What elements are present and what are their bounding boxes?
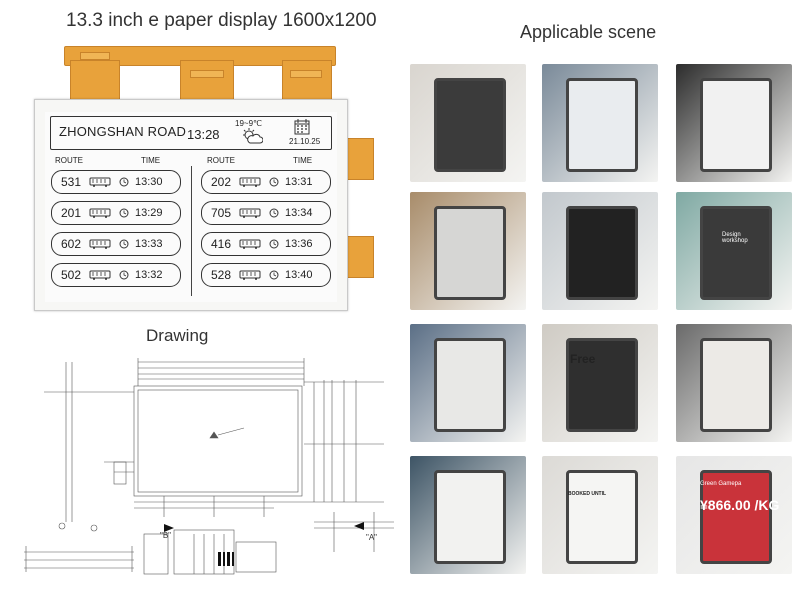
fpc-cable-stem-left (70, 60, 120, 104)
free-room-text: Free (570, 352, 596, 366)
route-header-right: ROUTE (207, 156, 235, 165)
arrival-time: 13:30 (135, 176, 163, 188)
scene-section-title: Applicable scene (520, 22, 657, 42)
fpc-tab-lower (346, 236, 374, 278)
route-row: 202 13:31 (201, 170, 331, 194)
fpc-connector (80, 52, 110, 60)
scene-photo-free-room-sign (542, 324, 658, 442)
clock-icon (119, 208, 129, 218)
scene-photo-sensor-devices (410, 192, 526, 310)
bus-icon (89, 177, 111, 187)
device-screen (434, 338, 506, 432)
page-title: 13.3 inch e paper display 1600x1200 (66, 10, 377, 31)
clock-icon (269, 239, 279, 249)
scene-photo-tablet-drawing (676, 324, 792, 442)
price-text: ¥866.00 /KG (700, 497, 780, 513)
clock-icon (269, 270, 279, 280)
arrival-time: 13:36 (285, 238, 313, 250)
calendar-icon (294, 119, 310, 135)
view-a-label: "A" (366, 533, 377, 542)
route-number: 528 (211, 268, 232, 282)
clock-icon (269, 177, 279, 187)
time-header-right: TIME (293, 156, 313, 165)
device-screen (700, 470, 772, 564)
bus-icon (239, 177, 261, 187)
clock-icon (119, 239, 129, 249)
route-row: 201 13:29 (51, 201, 181, 225)
device-screen (566, 470, 638, 564)
technical-drawing: "B" "A" (24, 358, 394, 575)
green-text: Green Gamepa (700, 481, 742, 487)
device-screen (566, 338, 638, 432)
epaper-panel: ZHONGSHAN ROAD 13:28 19~9℃ 21.10.25 ROUT… (34, 99, 348, 311)
route-row: 502 13:32 (51, 263, 181, 287)
route-number: 602 (61, 237, 82, 251)
scene-photo-sketch-tablet (410, 456, 526, 574)
date: 21.10.25 (289, 137, 321, 146)
device-screen (434, 470, 506, 564)
bus-icon (89, 270, 111, 280)
scene-photo-transit-tablet (410, 324, 526, 442)
arrival-time: 13:40 (285, 269, 313, 281)
device-screen (700, 338, 772, 432)
drawing-section-title: Drawing (146, 326, 209, 345)
fpc-cable-stem-right (282, 60, 332, 104)
bus-icon (89, 239, 111, 249)
bus-icon (239, 270, 261, 280)
route-header-left: ROUTE (55, 156, 83, 165)
scene-photo-printer-label (542, 192, 658, 310)
arrival-time: 13:31 (285, 176, 313, 188)
scene-photo-price-tag (676, 456, 792, 574)
arrival-time: 13:32 (135, 269, 163, 281)
fpc-connector (290, 70, 322, 78)
bus-icon (239, 239, 261, 249)
scene-photo-booked-tag (542, 456, 658, 574)
fpc-tab-upper (346, 138, 374, 180)
scene-photo-design-workshop-tag (676, 192, 792, 310)
route-row: 602 13:33 (51, 232, 181, 256)
road-name: ZHONGSHAN ROAD (59, 124, 187, 139)
weather-icon (243, 128, 263, 144)
route-row: 528 13:40 (201, 263, 331, 287)
clock-time: 13:28 (187, 127, 220, 142)
device-screen (566, 206, 638, 300)
clock-icon (119, 177, 129, 187)
epaper-screen: ZHONGSHAN ROAD 13:28 19~9℃ 21.10.25 ROUT… (45, 112, 337, 302)
device-screen (434, 206, 506, 300)
scene-photo-ereader-hand (410, 64, 526, 182)
design-workshop-text: Design workshop (722, 232, 748, 244)
fpc-cable-stem-mid (180, 60, 234, 104)
route-number: 201 (61, 206, 82, 220)
device-screen (566, 78, 638, 172)
route-number: 416 (211, 237, 232, 251)
time-header-left: TIME (141, 156, 161, 165)
clock-icon (269, 208, 279, 218)
scene-photo-door-sign (542, 64, 658, 182)
device-screen (434, 78, 506, 172)
route-number: 202 (211, 175, 232, 189)
clock-icon (119, 270, 129, 280)
route-number: 705 (211, 206, 232, 220)
fpc-connector (190, 70, 224, 78)
route-number: 502 (61, 268, 82, 282)
arrival-time: 13:29 (135, 207, 163, 219)
scene-photo-menu-stand (676, 64, 792, 182)
arrival-time: 13:34 (285, 207, 313, 219)
device-screen (700, 78, 772, 172)
route-row: 416 13:36 (201, 232, 331, 256)
bus-icon (89, 208, 111, 218)
temperature: 19~9℃ (235, 119, 263, 128)
view-b-label: "B" (160, 531, 171, 540)
column-divider (191, 166, 192, 296)
arrival-time: 13:33 (135, 238, 163, 250)
route-number: 531 (61, 175, 82, 189)
route-row: 705 13:34 (201, 201, 331, 225)
booked-text: BOOKED UNTIL (568, 491, 607, 497)
route-row: 531 13:30 (51, 170, 181, 194)
header-box: ZHONGSHAN ROAD 13:28 19~9℃ 21.10.25 (50, 116, 332, 150)
bus-icon (239, 208, 261, 218)
device-screen (700, 206, 772, 300)
